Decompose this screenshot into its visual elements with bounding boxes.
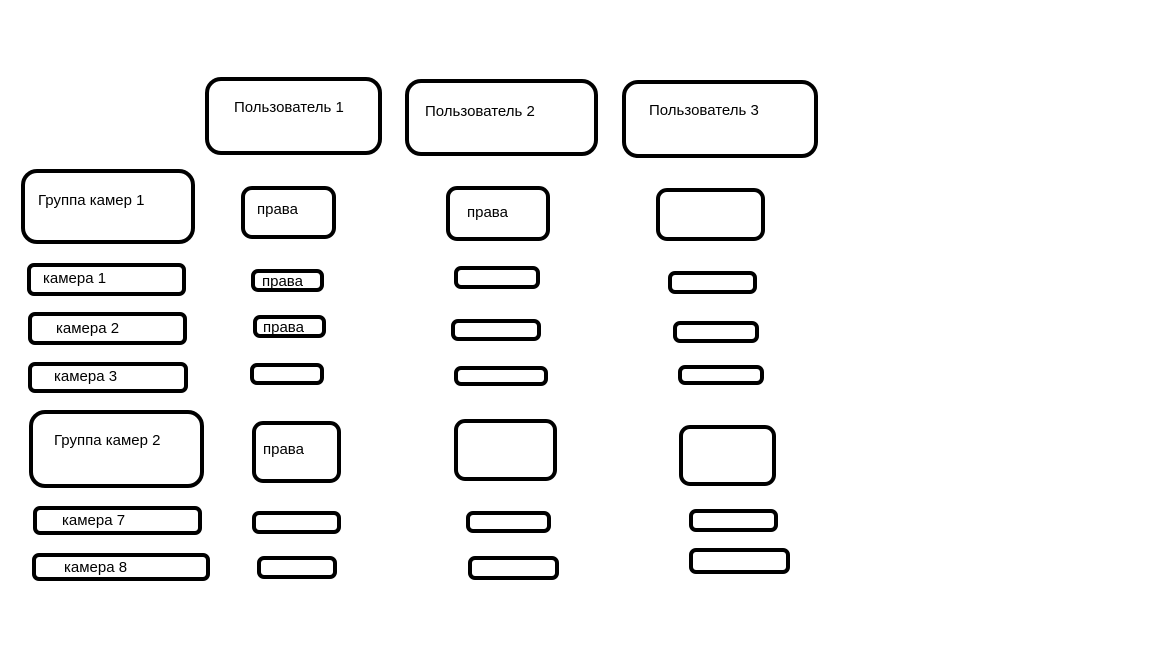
camera-group-2-label: Группа камер 2	[54, 432, 161, 449]
camera-1-box: камера 1	[27, 263, 186, 296]
camera-3-label: камера 3	[54, 368, 118, 385]
camera-1-label: камера 1	[43, 270, 107, 287]
rights-camera-8-user-1	[257, 556, 337, 579]
user-1-box: Пользователь 1	[205, 77, 382, 155]
camera-7-box: камера 7	[33, 506, 202, 535]
rights-camera-7-user-3	[689, 509, 778, 532]
rights-group-2-user-1: права	[252, 421, 341, 483]
user-1-label: Пользователь 1	[234, 99, 344, 116]
camera-group-1-box: Группа камер 1	[21, 169, 195, 244]
rights-label: права	[262, 273, 303, 290]
rights-camera-1-user-2	[454, 266, 540, 289]
rights-group-2-user-2	[454, 419, 557, 481]
camera-3-box: камера 3	[28, 362, 188, 393]
camera-group-2-box: Группа камер 2	[29, 410, 204, 488]
rights-camera-7-user-1	[252, 511, 341, 534]
camera-group-1-label: Группа камер 1	[38, 192, 145, 209]
rights-label: права	[263, 319, 304, 336]
rights-camera-8-user-2	[468, 556, 559, 580]
camera-8-box: камера 8	[32, 553, 210, 581]
camera-2-label: камера 2	[56, 320, 120, 337]
rights-camera-3-user-3	[678, 365, 764, 385]
user-2-box: Пользователь 2	[405, 79, 598, 156]
camera-8-label: камера 8	[64, 559, 128, 576]
rights-camera-8-user-3	[689, 548, 790, 574]
camera-7-label: камера 7	[62, 512, 126, 529]
rights-group-2-user-3	[679, 425, 776, 486]
rights-group-1-user-2: права	[446, 186, 550, 241]
rights-camera-1-user-3	[668, 271, 757, 294]
rights-camera-7-user-2	[466, 511, 551, 533]
rights-camera-2-user-2	[451, 319, 541, 341]
rights-group-1-user-3	[656, 188, 765, 241]
rights-camera-3-user-2	[454, 366, 548, 386]
rights-camera-3-user-1	[250, 363, 324, 385]
user-3-label: Пользователь 3	[649, 102, 759, 119]
rights-camera-1-user-1: права	[251, 269, 324, 292]
rights-label: права	[263, 441, 304, 458]
camera-2-box: камера 2	[28, 312, 187, 345]
user-3-box: Пользователь 3	[622, 80, 818, 158]
rights-camera-2-user-3	[673, 321, 759, 343]
rights-label: права	[257, 201, 298, 218]
user-2-label: Пользователь 2	[425, 103, 535, 120]
rights-label: права	[467, 204, 508, 221]
rights-camera-2-user-1: права	[253, 315, 326, 338]
rights-group-1-user-1: права	[241, 186, 336, 239]
